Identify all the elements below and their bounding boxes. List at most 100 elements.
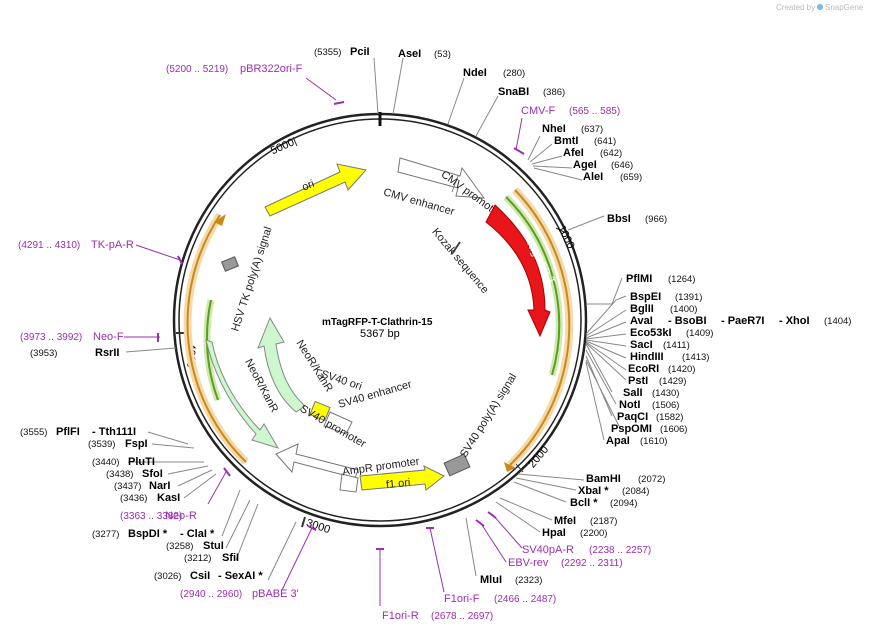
site-paqci[interactable]: PaqCI — [617, 411, 648, 423]
primer-pbabe[interactable]: pBABE 3' — [252, 588, 299, 600]
site-apai[interactable]: ApaI — [606, 435, 630, 447]
site-psti[interactable]: PstI — [628, 375, 648, 387]
site-pflmi-pos: (1264) — [668, 274, 695, 285]
site-tth111i[interactable]: - Tth111I — [92, 426, 136, 438]
site-rsrii[interactable]: RsrII — [95, 347, 119, 359]
site-bsobi[interactable]: - BsoBI — [668, 315, 707, 327]
lower-right-lines — [465, 473, 585, 577]
site-ndei-line — [447, 77, 465, 125]
site-sfoi[interactable]: SfoI — [142, 468, 163, 480]
site-bspei[interactable]: BspEI — [630, 291, 661, 303]
kozak-marker — [451, 241, 461, 255]
site-bbsi[interactable]: BbsI — [607, 213, 631, 225]
sv40-polya-label: SV40 poly(A) signal — [458, 371, 519, 459]
primer-neor-name[interactable]: Neo-R — [165, 510, 197, 522]
primer-ebv-mark — [475, 519, 485, 527]
site-sexai[interactable]: - SexAI * — [218, 570, 263, 582]
site-xhoi[interactable]: - XhoI — [779, 315, 810, 327]
primer-f1orif-range: (2466 .. 2487) — [494, 594, 556, 605]
site-pflmi[interactable]: PflMI — [626, 273, 652, 285]
primer-ebv[interactable]: EBV-rev — [508, 557, 549, 569]
site-pcii[interactable]: PciI — [350, 46, 370, 58]
site-stui[interactable]: StuI — [203, 540, 224, 552]
primer-f1orir-range: (2678 .. 2697) — [431, 611, 493, 622]
site-eco53ki[interactable]: Eco53kI — [630, 327, 672, 339]
sv40-ori-feature — [309, 400, 331, 422]
site-avai-pos: (1404) — [824, 316, 851, 327]
primer-cmvf-line — [515, 117, 523, 151]
primer-pbabe-range: (2940 .. 2960) — [180, 589, 242, 600]
site-alei[interactable]: AleI — [583, 171, 603, 183]
primer-tkpa[interactable]: TK-pA-R — [91, 239, 134, 251]
f1-ori-label: f1 ori — [385, 477, 411, 491]
site-mfei-pos: (2187) — [590, 516, 617, 527]
site-bspdi-pos: (3277) — [92, 529, 119, 540]
primer-cmvf-range: (565 .. 585) — [569, 106, 620, 117]
site-fspi[interactable]: FspI — [125, 438, 148, 450]
site-bbsi-line — [567, 215, 605, 231]
site-ecori[interactable]: EcoRI — [628, 363, 659, 375]
primer-tkpa-line — [135, 244, 181, 261]
hsv-tk-label: HSV TK poly(A) signal — [229, 225, 274, 333]
neor-outer-feature — [205, 339, 280, 449]
primer-neor-range: (3363 .. 3382) — [120, 511, 182, 522]
sv40-promoter-label: SV40 promoter — [298, 403, 368, 451]
site-bglii[interactable]: BglII — [630, 303, 654, 315]
site-pcii-line — [373, 57, 379, 115]
ori-label: ori — [300, 178, 316, 194]
f1-ori-feature — [359, 465, 445, 491]
site-asei-pos: (53) — [434, 49, 451, 60]
primer-cmvf[interactable]: CMV-F — [521, 105, 556, 117]
site-csii[interactable]: CsiI — [190, 570, 210, 582]
site-saci[interactable]: SacI — [630, 339, 653, 351]
site-noti[interactable]: NotI — [619, 399, 640, 411]
site-ndei[interactable]: NdeI — [463, 67, 487, 79]
tick-3000 — [301, 516, 306, 528]
site-avai[interactable]: AvaI — [630, 315, 653, 327]
site-bcli-pos: (2094) — [610, 498, 637, 509]
primer-sv40pa[interactable]: SV40pA-R — [522, 544, 574, 556]
site-snabi[interactable]: SnaBI — [498, 86, 529, 98]
primer-pbr322[interactable]: pBR322ori-F — [240, 63, 303, 75]
site-clai[interactable]: - ClaI * — [180, 528, 215, 540]
site-afei-pos: (642) — [600, 148, 622, 159]
primer-f1orir[interactable]: F1ori-R — [382, 610, 419, 622]
site-pflfi-pos: (3555) — [20, 427, 47, 438]
lower-left-lines — [128, 431, 217, 499]
site-pspomi[interactable]: PspOMI — [611, 423, 652, 435]
site-bmti-pos: (641) — [594, 136, 616, 147]
site-xbai[interactable]: XbaI * — [578, 485, 609, 497]
site-nhei[interactable]: NheI — [542, 123, 566, 135]
site-hindiii[interactable]: HindIII — [630, 351, 664, 363]
site-nari[interactable]: NarI — [149, 480, 170, 492]
site-noti-pos: (1506) — [652, 400, 679, 411]
orf-arc-right-inner-line — [505, 196, 561, 376]
site-pluti[interactable]: PluTI — [128, 456, 155, 468]
site-mlui[interactable]: MluI — [480, 574, 502, 586]
site-pcii-pos: (5355) — [314, 47, 341, 58]
primer-neof[interactable]: Neo-F — [93, 331, 124, 343]
site-bmti[interactable]: BmtI — [554, 135, 578, 147]
site-snabi-line — [475, 95, 499, 137]
site-mfei[interactable]: MfeI — [554, 515, 576, 527]
site-paer7i[interactable]: - PaeR7I — [721, 315, 764, 327]
hsv-tk-feature — [220, 256, 240, 272]
site-asei[interactable]: AseI — [398, 48, 421, 60]
primer-cmvf-mark — [513, 147, 525, 155]
primer-pbr322-mark — [333, 101, 345, 105]
site-bspdi[interactable]: BspDI * — [128, 528, 168, 540]
site-hpai-pos: (2200) — [580, 528, 607, 539]
orf-arc-right-outer-line — [509, 189, 571, 466]
primer-tkpa-range: (4291 .. 4310) — [18, 240, 80, 251]
site-sfii[interactable]: SfiI — [222, 552, 239, 564]
site-sali[interactable]: SalI — [623, 387, 643, 399]
site-hpai[interactable]: HpaI — [542, 527, 566, 539]
site-agei[interactable]: AgeI — [573, 159, 597, 171]
site-afei[interactable]: AfeI — [563, 147, 584, 159]
site-kasi[interactable]: KasI — [157, 492, 180, 504]
site-bamhi[interactable]: BamHI — [586, 473, 621, 485]
site-bcli[interactable]: BclI * — [570, 497, 598, 509]
site-pflfi[interactable]: PflFI — [56, 426, 80, 438]
primer-f1orif[interactable]: F1ori-F — [444, 593, 480, 605]
site-apai-pos: (1610) — [640, 436, 667, 447]
